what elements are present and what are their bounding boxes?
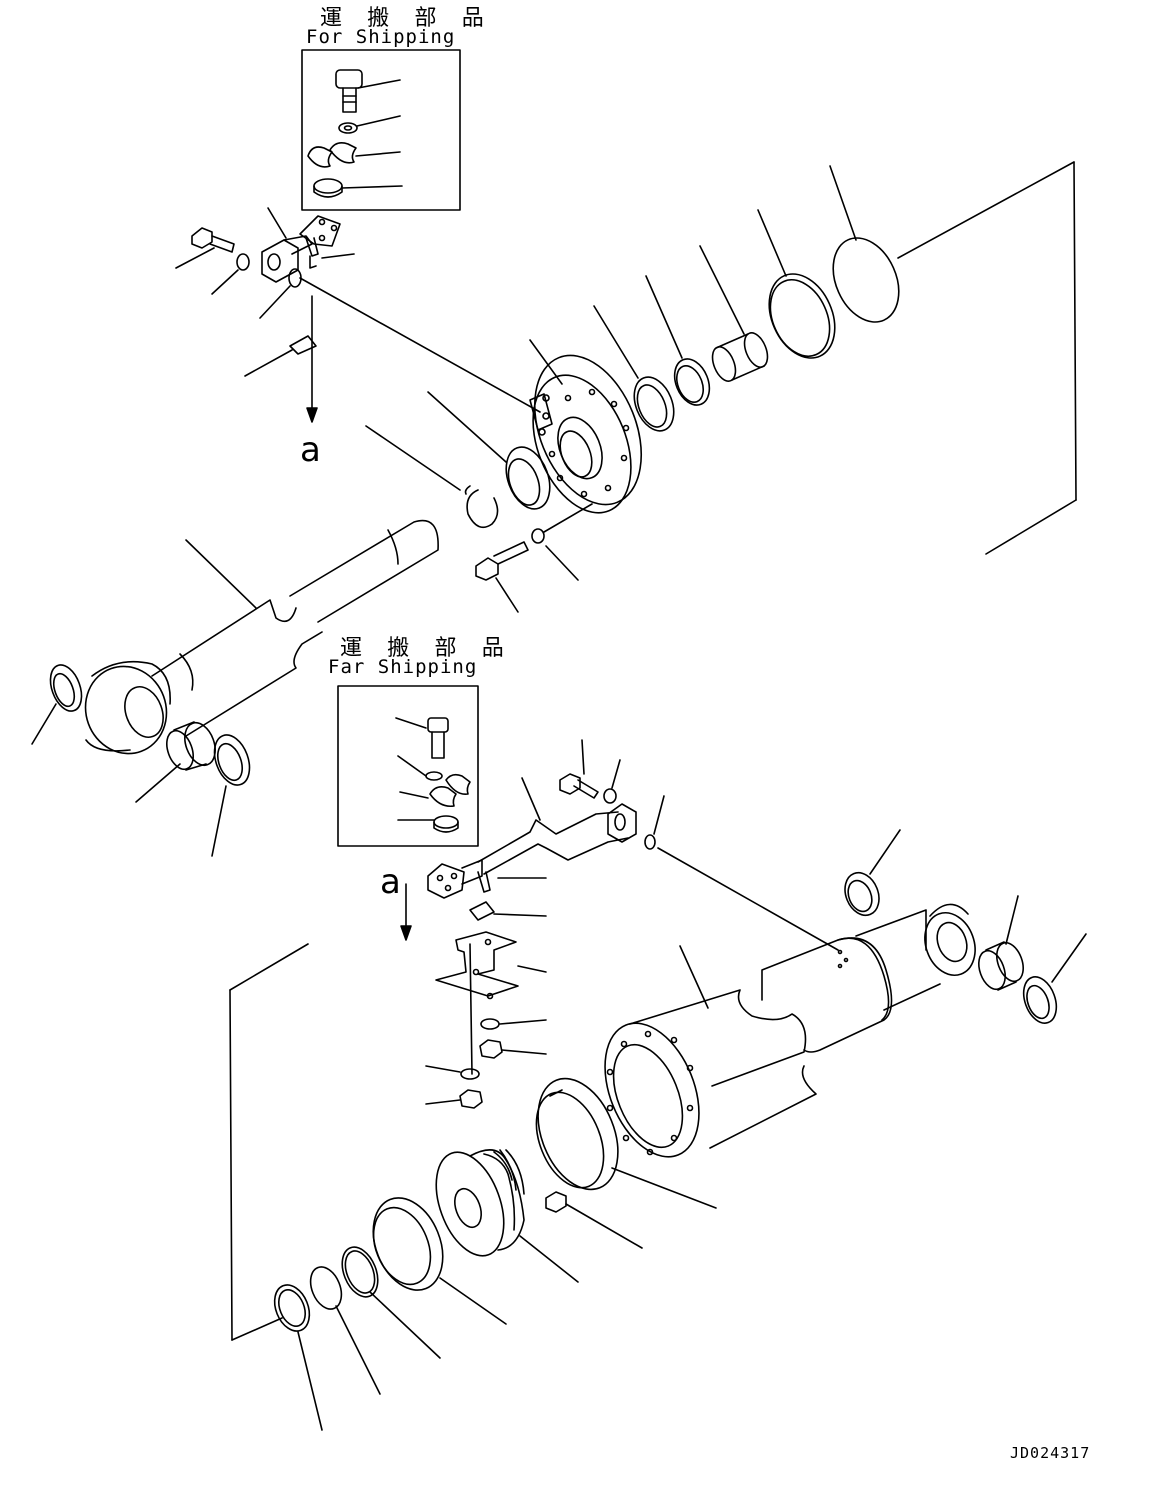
plate-nut-1 xyxy=(480,1040,546,1058)
shipping-parts-box-top xyxy=(302,50,460,210)
plate-nut-2 xyxy=(426,1090,482,1108)
piston-o-ring xyxy=(268,1280,322,1430)
shipping-label-top-en: For Shipping xyxy=(306,26,456,48)
bracket-lines-lower-left xyxy=(230,944,308,1340)
bolt-lower xyxy=(560,740,598,798)
piston-seal xyxy=(360,1188,506,1324)
head-washer xyxy=(532,504,592,580)
bottom-bushing xyxy=(974,896,1028,993)
view-marker-lower-arrow xyxy=(401,884,411,940)
backup-ring-large xyxy=(821,166,912,332)
washer-lower xyxy=(604,760,620,803)
set-screw xyxy=(546,1192,642,1248)
bushing-upper xyxy=(700,246,772,384)
shipping-label-mid-jp: 運 搬 部 品 xyxy=(340,636,510,661)
bolt-upper-left xyxy=(176,228,234,268)
washer-upper-left xyxy=(212,254,249,294)
shipping-split-flange-top xyxy=(308,143,400,167)
seal-ring-1 xyxy=(594,306,681,437)
shipping-label-top-jp: 運 搬 部 品 xyxy=(320,6,490,31)
shipping-label-mid-en: Far Shipping xyxy=(328,656,478,678)
shipping-washer-top xyxy=(339,116,400,133)
rod-seal-ring xyxy=(208,730,256,856)
shipping-bolt-top xyxy=(336,70,400,112)
clip-upper xyxy=(245,336,316,376)
shipping-split-flange-mid xyxy=(400,775,470,807)
bottom-seal-ring xyxy=(1018,934,1086,1028)
piston-backup-ring-2 xyxy=(305,1262,380,1394)
snap-ring-upper xyxy=(366,426,498,527)
rod-dust-seal xyxy=(32,661,87,744)
rod-bushing xyxy=(136,719,221,802)
bracket-lines-upper-right xyxy=(898,162,1076,554)
tube-assembly-upper xyxy=(262,208,354,282)
plate-washer-1 xyxy=(481,1019,546,1029)
clip-lower xyxy=(470,902,546,920)
view-arrow-upper xyxy=(300,278,540,422)
shipping-cap-top xyxy=(314,179,402,197)
view-marker-lower: a xyxy=(380,862,401,902)
o-ring-lower xyxy=(645,796,838,950)
piston-wear-ring xyxy=(523,1067,716,1208)
shipping-parts-box-mid xyxy=(338,686,478,846)
piston xyxy=(423,1143,578,1282)
view-marker-upper: a xyxy=(300,430,321,470)
tube-seal-ring xyxy=(839,830,900,920)
dust-seal-upper xyxy=(428,392,558,515)
piston-backup-ring-1 xyxy=(335,1242,440,1358)
shipping-cap-mid xyxy=(398,816,458,832)
shipping-bolt-mid xyxy=(396,718,448,758)
o-ring-large-1 xyxy=(757,210,848,368)
shipping-washer-mid xyxy=(398,756,442,780)
mounting-plate xyxy=(436,932,546,1074)
cylinder-tube xyxy=(587,904,984,1170)
seal-ring-2 xyxy=(646,276,716,410)
piston-rod xyxy=(73,521,438,765)
tube-assembly-lower xyxy=(428,778,636,898)
head-bolt xyxy=(476,542,528,612)
plate-washer-2 xyxy=(426,1066,479,1079)
drawing-code: JD024317 xyxy=(1010,1444,1091,1462)
cylinder-head xyxy=(514,340,661,528)
